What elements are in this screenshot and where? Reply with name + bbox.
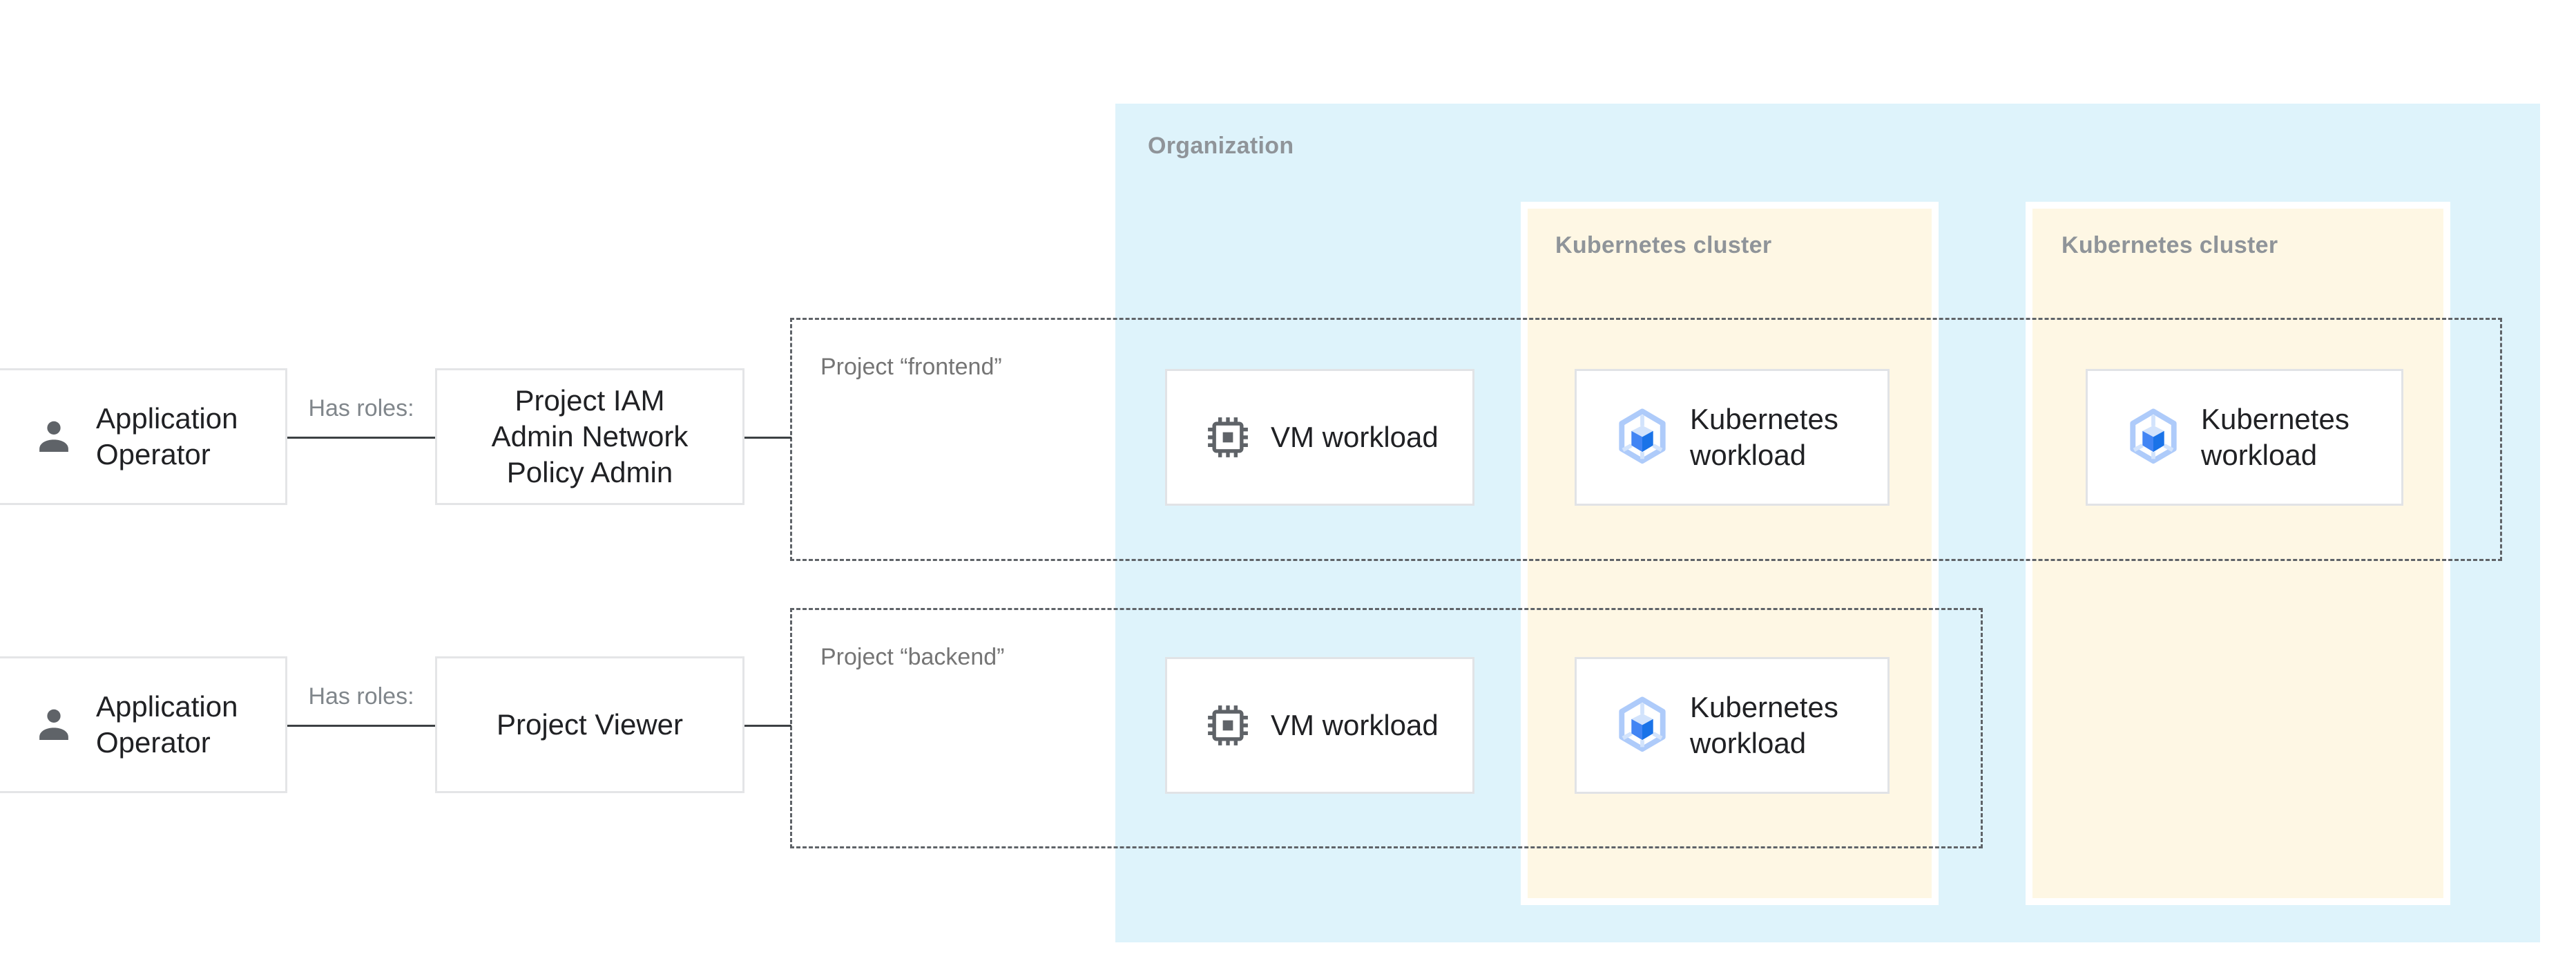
vm-workload-label: VM workload: [1271, 421, 1439, 453]
kubernetes-workload-label: Kubernetes workload: [1690, 690, 1838, 761]
label-line: Kubernetes: [1690, 691, 1838, 723]
kubernetes-workload-card-frontend-cluster1: Kubernetes workload: [1575, 369, 1890, 506]
label-line: Application: [96, 402, 238, 435]
gke-icon: [1619, 408, 1666, 464]
compute-chip-icon: [1208, 705, 1248, 745]
role-line: Project Viewer: [496, 708, 683, 741]
role-card-frontend: Project IAM Admin Network Policy Admin: [435, 368, 744, 505]
connector-operator-to-role-backend: [287, 725, 435, 727]
has-roles-label-backend: Has roles:: [308, 683, 414, 710]
label-line: workload: [2201, 439, 2318, 471]
application-operator-card-backend: Application Operator: [0, 656, 287, 793]
project-frontend-box: [790, 318, 2502, 561]
label-line: Application: [96, 690, 238, 723]
kubernetes-workload-label: Kubernetes workload: [2201, 401, 2349, 473]
vm-workload-card-backend: VM workload: [1165, 657, 1474, 794]
project-frontend-label: Project “frontend”: [820, 354, 1002, 380]
connector-operator-to-role-frontend: [287, 437, 435, 439]
role-label-frontend: Project IAM Admin Network Policy Admin: [492, 383, 689, 491]
label-line: Operator: [96, 438, 211, 470]
application-operator-label: Application Operator: [96, 401, 238, 473]
role-line: Admin Network: [491, 420, 689, 453]
kubernetes-workload-card-frontend-cluster2: Kubernetes workload: [2086, 369, 2403, 506]
role-label-backend: Project Viewer: [497, 707, 683, 743]
label-line: Kubernetes: [1690, 403, 1838, 435]
kubernetes-workload-card-backend-cluster1: Kubernetes workload: [1575, 657, 1890, 794]
application-operator-label: Application Operator: [96, 689, 238, 761]
vm-workload-label: VM workload: [1271, 709, 1439, 741]
label-line: Kubernetes: [2201, 403, 2349, 435]
connector-role-to-project-backend: [744, 725, 791, 727]
gke-icon: [2130, 408, 2177, 464]
label-line: workload: [1690, 727, 1807, 759]
role-line: Project IAM: [515, 384, 665, 417]
person-icon: [39, 421, 68, 452]
compute-chip-icon: [1208, 417, 1248, 457]
person-icon: [39, 709, 68, 740]
role-line: Policy Admin: [506, 456, 673, 488]
kubernetes-cluster-1-label: Kubernetes cluster: [1555, 232, 1772, 258]
application-operator-card-frontend: Application Operator: [0, 368, 287, 505]
has-roles-label-frontend: Has roles:: [308, 395, 414, 421]
label-line: workload: [1690, 439, 1807, 471]
gke-icon: [1619, 696, 1666, 752]
kubernetes-workload-label: Kubernetes workload: [1690, 401, 1838, 473]
role-card-backend: Project Viewer: [435, 656, 744, 793]
organization-label: Organization: [1148, 133, 1294, 159]
project-backend-label: Project “backend”: [820, 644, 1005, 670]
kubernetes-cluster-2-label: Kubernetes cluster: [2061, 232, 2278, 258]
project-backend-box: [790, 608, 1983, 848]
vm-workload-card-frontend: VM workload: [1165, 369, 1474, 506]
connector-role-to-project-frontend: [744, 437, 791, 439]
label-line: Operator: [96, 726, 211, 759]
